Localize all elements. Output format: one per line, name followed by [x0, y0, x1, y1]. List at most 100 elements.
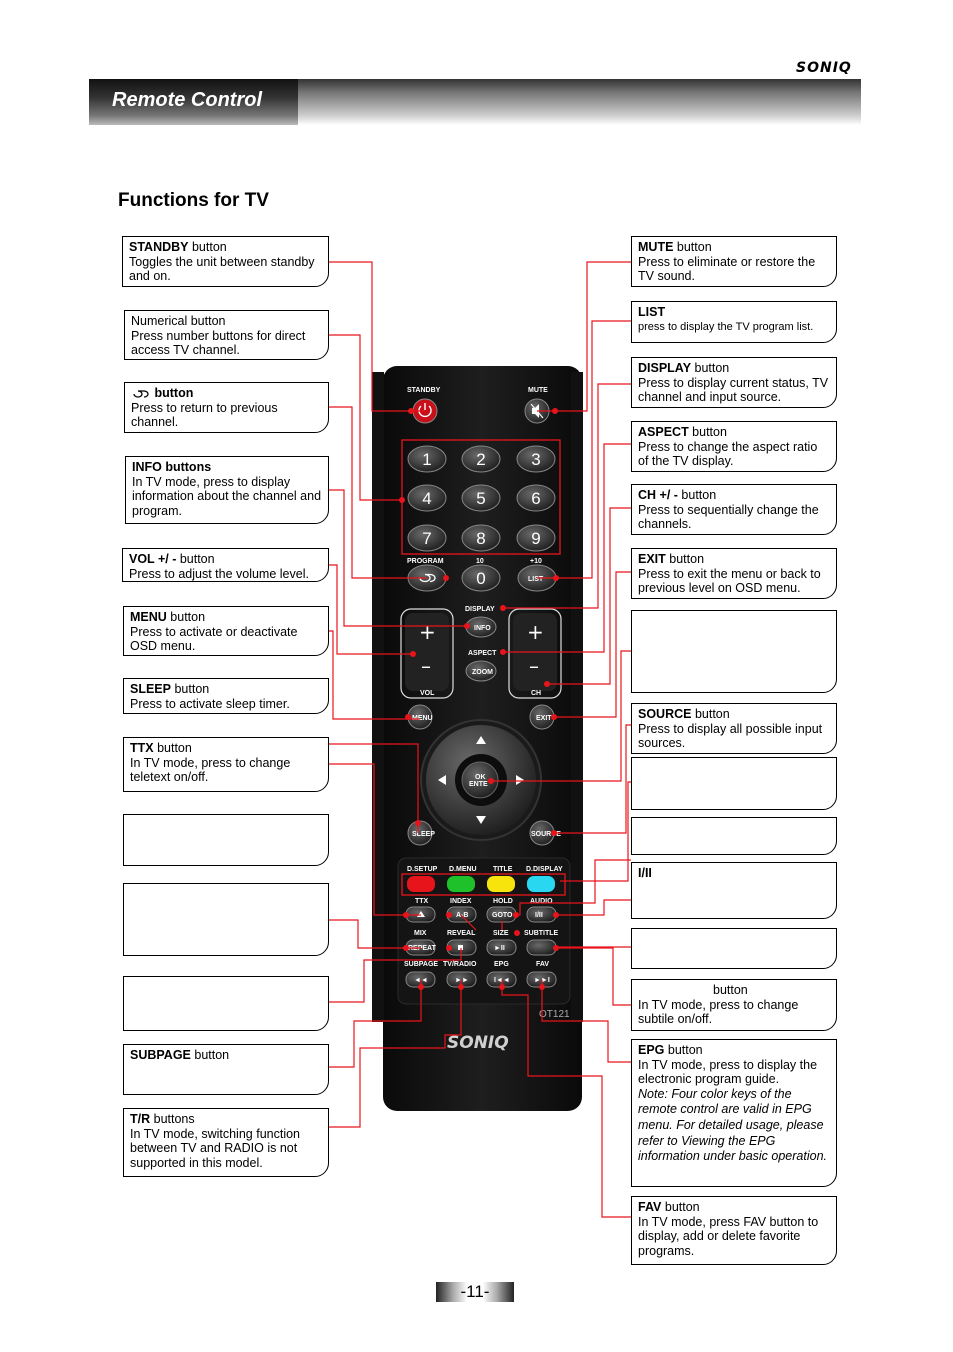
ch-label: CH	[531, 690, 541, 697]
info-button[interactable]: INFO	[465, 616, 497, 638]
aspect-box: ASPECT button Press to change the aspect…	[631, 421, 837, 472]
play-pause-icon: ►II	[494, 945, 505, 952]
play-pause-button[interactable]: ►II	[486, 939, 517, 956]
yellow-button[interactable]	[487, 876, 515, 892]
sleep-button-label: SLEEP	[412, 831, 435, 838]
ok-label: OK	[475, 774, 486, 781]
blank-box-2	[123, 883, 329, 956]
zoom-button[interactable]: ZOOM	[465, 660, 497, 682]
digit-2-button[interactable]: 2	[461, 445, 501, 473]
zoom-button-label: ZOOM	[472, 669, 493, 676]
ch-minus-icon: –	[529, 654, 539, 678]
blank-box-5	[631, 757, 837, 810]
up-arrow-icon[interactable]	[476, 736, 486, 744]
subtitle-button[interactable]	[526, 939, 557, 956]
digit-label: 4	[422, 489, 431, 508]
subtitle-box: button In TV mode, press to change subti…	[631, 979, 837, 1031]
section-title: Functions for TV	[118, 190, 269, 211]
left-arrow-icon[interactable]	[438, 775, 446, 785]
mute-label: MUTE	[528, 387, 548, 394]
digit-8-button[interactable]: 8	[461, 524, 501, 552]
epg-box: EPG button In TV mode, press to display …	[631, 1039, 837, 1187]
ten-label: 10	[476, 558, 484, 565]
mute-box: MUTE button Press to eliminate or restor…	[631, 236, 837, 287]
repeat-button-label: REPEAT	[408, 945, 437, 952]
digit-label: 9	[531, 529, 540, 548]
d-menu-label: D.MENU	[449, 866, 477, 873]
vol-minus-icon: –	[421, 654, 431, 678]
goto-button[interactable]: GOTO	[486, 906, 517, 923]
numerical-box: Numerical button Press number buttons fo…	[124, 310, 329, 360]
menu-button-label: MENU	[412, 715, 433, 722]
forward-button[interactable]: ►►	[446, 971, 477, 988]
forward-icon: ►►	[455, 977, 469, 984]
digit-4-button[interactable]: 4	[407, 484, 447, 512]
remote-brand-logo: SONIQ	[447, 1033, 509, 1053]
digit-9-button[interactable]: 9	[516, 524, 556, 552]
vol-plus-icon: +	[419, 620, 436, 644]
exit-button-label: EXIT	[536, 715, 552, 722]
digit-6-button[interactable]: 6	[516, 484, 556, 512]
list-box: LIST press to display the TV program lis…	[631, 301, 837, 343]
ttx-label: TTX	[415, 898, 429, 905]
digit-label: 8	[476, 529, 485, 548]
list-button-label: LIST	[528, 576, 544, 583]
digit-0-button[interactable]: 0	[461, 564, 501, 592]
standby-box: STANDBY button Toggles the unit between …	[122, 236, 329, 287]
stop-icon	[458, 945, 463, 950]
green-button[interactable]	[447, 876, 475, 892]
cyan-button[interactable]	[527, 876, 555, 892]
display-label: DISPLAY	[465, 606, 495, 613]
digit-label: 1	[422, 450, 431, 469]
page-title: Remote Control	[112, 89, 262, 111]
page-number: -11-	[436, 1282, 514, 1302]
exit-box: EXIT button Press to exit the menu or ba…	[631, 548, 837, 599]
epg-label: EPG	[494, 961, 509, 968]
ch-box: CH +/ - button Press to sequentially cha…	[631, 484, 837, 535]
audio-label: AUDIO	[530, 898, 553, 905]
exit-button[interactable]: EXIT	[529, 704, 555, 730]
standby-label: STANDBY	[407, 387, 441, 394]
source-box: SOURCE button Press to display all possi…	[631, 703, 837, 754]
subpage-box: SUBPAGE button	[123, 1044, 329, 1095]
blank-box-3	[123, 976, 329, 1031]
blank-box-7	[631, 928, 837, 969]
ch-rocker[interactable]: + –	[508, 608, 562, 699]
ttx-box: TTX button In TV mode, press to change t…	[123, 737, 329, 792]
red-button[interactable]	[407, 876, 435, 892]
right-arrow-icon[interactable]	[516, 775, 524, 785]
aspect-label: ASPECT	[468, 650, 497, 657]
digit-label: 3	[531, 450, 540, 469]
vol-box: VOL +/ - button Press to adjust the volu…	[122, 548, 329, 582]
title-label: TITLE	[493, 866, 513, 873]
info-box: INFO buttons In TV mode, press to displa…	[125, 456, 329, 524]
subtitle-label: SUBTITLE	[524, 930, 559, 937]
menu-button[interactable]: MENU	[407, 704, 433, 730]
i-ii-box: I/II	[631, 862, 837, 919]
ch-plus-icon: +	[527, 620, 544, 644]
digit-7-button[interactable]: 7	[407, 524, 447, 552]
subpage-label: SUBPAGE	[404, 961, 438, 968]
recall-box: button Press to return to previous chann…	[124, 382, 329, 433]
down-arrow-icon[interactable]	[476, 816, 486, 824]
program-label: PROGRAM	[407, 558, 444, 565]
i-ii-button[interactable]: I/II	[526, 906, 557, 923]
mix-label: MIX	[414, 930, 427, 937]
digit-1-button[interactable]: 1	[407, 445, 447, 473]
hold-label: HOLD	[493, 898, 513, 905]
source-button[interactable]: SOURCE	[529, 820, 561, 846]
enter-label: ENTE	[469, 781, 488, 788]
connector-lines	[329, 261, 631, 1218]
display-box: DISPLAY button Press to display current …	[631, 357, 837, 408]
fav-label: FAV	[536, 961, 549, 968]
digit-label: 6	[531, 489, 540, 508]
ok-enter-button[interactable]: OK ENTE	[461, 761, 499, 799]
blank-box-1	[123, 814, 329, 866]
blank-box-6	[631, 817, 837, 855]
digit-label: 7	[422, 529, 431, 548]
index-label: INDEX	[450, 898, 472, 905]
digit-3-button[interactable]: 3	[516, 445, 556, 473]
tr-box: T/R buttons In TV mode, switching functi…	[123, 1108, 329, 1177]
digit-5-button[interactable]: 5	[461, 484, 501, 512]
